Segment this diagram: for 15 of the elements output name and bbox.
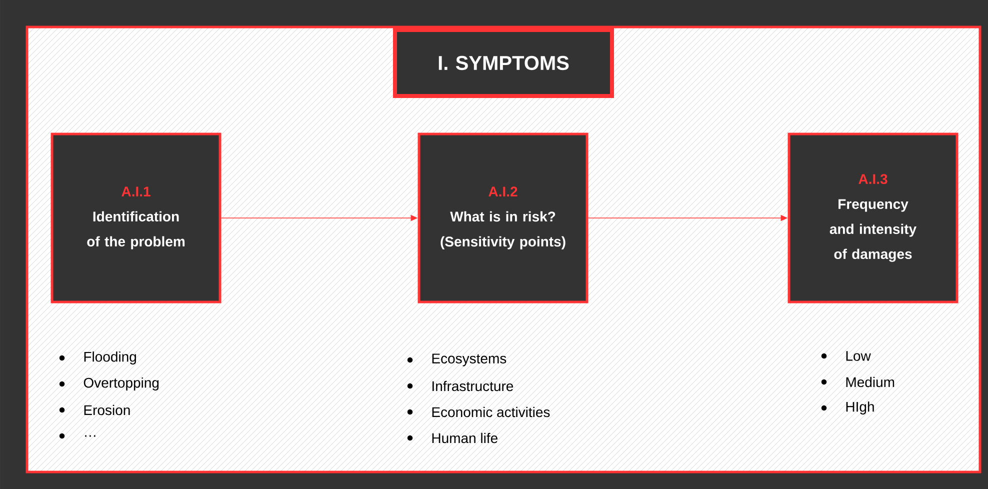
list-item: Economic activities: [432, 406, 550, 418]
list-item: Flooding: [84, 351, 136, 365]
list-item: Ecosystems: [432, 354, 506, 366]
process-box: A.I.3 Frequency and intensity of damages: [788, 132, 958, 304]
process-box: A.I.2 What is in risk? (Sensitivity points): [418, 132, 588, 304]
title-box: I. SYMPTOMS: [393, 28, 614, 98]
process-box: A.I.1 Identification of the problem: [50, 132, 222, 304]
list-item: …: [85, 435, 96, 437]
list-item: Infrastructure: [432, 380, 514, 392]
list-item: Human life: [432, 432, 498, 444]
list-item: Erosion: [84, 404, 130, 416]
list-item: Overtopping: [84, 377, 159, 391]
list-item: Low: [846, 351, 871, 361]
list-item: Medium: [846, 376, 894, 388]
list-item: HIgh: [846, 401, 874, 415]
